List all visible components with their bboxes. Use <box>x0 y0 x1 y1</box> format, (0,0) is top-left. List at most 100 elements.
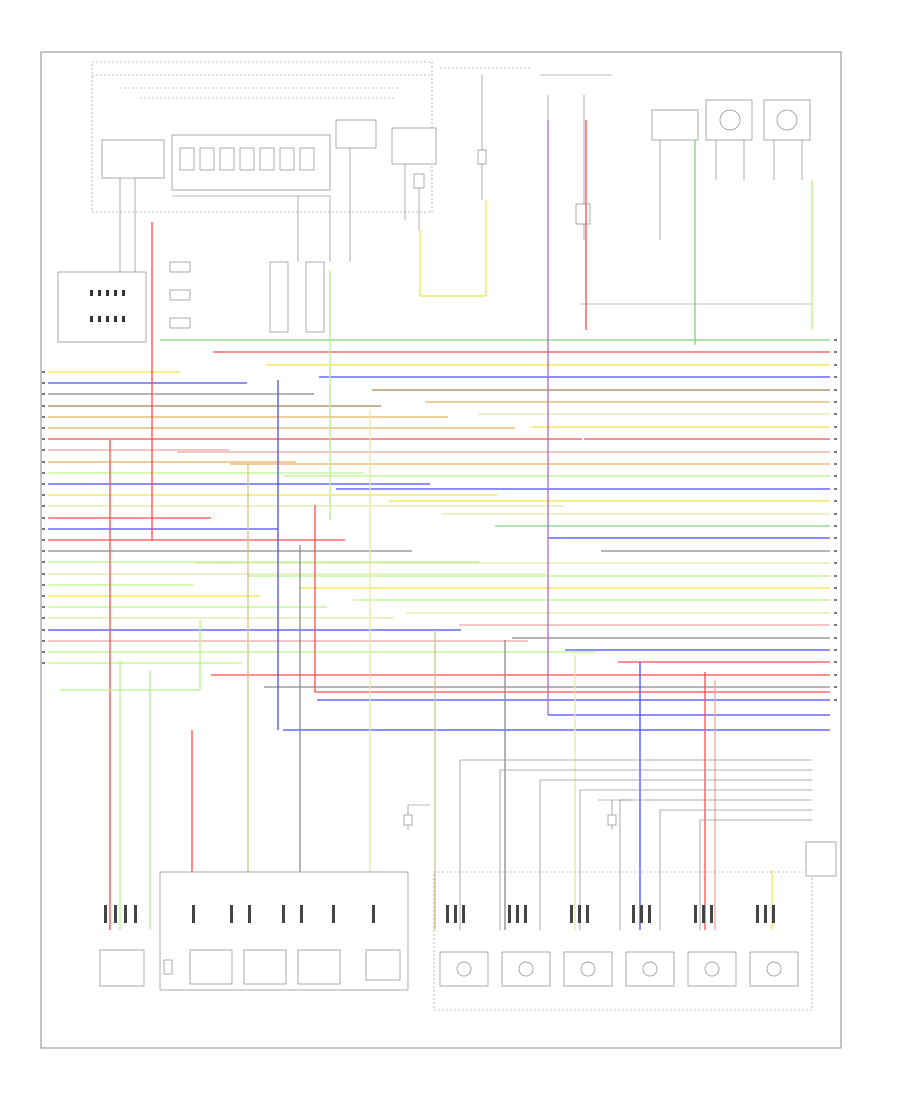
left-pin-tick <box>42 449 45 451</box>
right-pin-tick <box>834 686 837 688</box>
switch-connector-pin <box>586 905 589 923</box>
left-pin-tick <box>42 629 45 631</box>
right-pin-tick <box>834 513 837 515</box>
component-connector-pin <box>230 905 233 923</box>
junction-box <box>391 127 437 165</box>
left-pin-tick <box>42 617 45 619</box>
resistor-element <box>413 173 425 189</box>
pressure-switch <box>687 951 737 987</box>
relay-symbols <box>169 261 325 333</box>
switch-connector-pin <box>702 905 705 923</box>
right-pin-tick <box>834 624 837 626</box>
right-pin-tick <box>834 413 837 415</box>
right-pin-tick <box>834 475 837 477</box>
switch-connector-pin <box>446 905 449 923</box>
left-pin-tick <box>42 427 45 429</box>
right-pin-tick <box>834 389 837 391</box>
sensor-housing-3 <box>763 99 811 141</box>
right-pin-tick <box>834 451 837 453</box>
left-pin-tick <box>42 561 45 563</box>
right-pin-tick <box>834 339 837 341</box>
switch-connector-pin <box>694 905 697 923</box>
switch-contact <box>704 961 720 977</box>
solenoid-c <box>297 949 341 985</box>
left-connector-pins <box>90 290 125 322</box>
right-pin-tick <box>834 376 837 378</box>
left-pin-tick <box>42 528 45 530</box>
left-pin-tick <box>42 438 45 440</box>
component-connector-pin <box>332 905 335 923</box>
lower-section <box>99 799 837 1011</box>
switch-connector-pin <box>710 905 713 923</box>
switch-connector-pin <box>632 905 635 923</box>
left-pin-tick <box>42 405 45 407</box>
vertical-wires <box>60 120 830 930</box>
right-pin-tick <box>834 599 837 601</box>
right-pin-tick <box>834 364 837 366</box>
diode-element <box>575 203 591 225</box>
switch-connector-pin <box>578 905 581 923</box>
left-pin-tick <box>42 640 45 642</box>
left-pin-tick <box>42 494 45 496</box>
right-pin-numbers <box>834 339 837 701</box>
left-pin-tick <box>42 461 45 463</box>
left-pin-tick <box>42 393 45 395</box>
right-pin-tick <box>834 525 837 527</box>
switch-connector-pin <box>508 905 511 923</box>
switch-connector-pin <box>772 905 775 923</box>
switch-connector-pin <box>516 905 519 923</box>
switch-connector-pin <box>640 905 643 923</box>
switch-contact <box>456 961 472 977</box>
switch-contact <box>766 961 782 977</box>
right-pin-tick <box>834 562 837 564</box>
component-connector-pin <box>300 905 303 923</box>
top-center-section <box>413 67 612 240</box>
left-pin-tick <box>42 584 45 586</box>
left-pin-tick <box>42 382 45 384</box>
switch-connector-pin <box>524 905 527 923</box>
diagram-frame <box>40 51 842 1049</box>
switch-connector-pin <box>454 905 457 923</box>
left-pin-tick <box>42 517 45 519</box>
switch-connector-pin <box>756 905 759 923</box>
component-connector-pin <box>192 905 195 923</box>
right-pin-tick <box>834 463 837 465</box>
top-left-control-section <box>57 61 437 343</box>
pressure-switch-group-outline <box>433 871 813 1011</box>
left-pin-tick <box>42 550 45 552</box>
control-module-outline <box>91 61 433 213</box>
pressure-switch <box>563 951 613 987</box>
solenoid-a <box>189 949 233 985</box>
wire-harness <box>48 339 830 701</box>
right-pin-tick <box>834 550 837 552</box>
solenoid-b <box>243 949 287 985</box>
right-pin-tick <box>834 612 837 614</box>
right-pin-tick <box>834 575 837 577</box>
temp-sensor <box>365 949 401 981</box>
pressure-switch <box>439 951 489 987</box>
right-pin-tick <box>834 537 837 539</box>
right-connector-box <box>805 841 837 877</box>
right-pin-tick <box>834 426 837 428</box>
component-connector-pin <box>248 905 251 923</box>
right-pin-tick <box>834 674 837 676</box>
left-pin-tick <box>42 505 45 507</box>
left-pin-tick <box>42 472 45 474</box>
pressure-switch <box>501 951 551 987</box>
left-pin-tick <box>42 573 45 575</box>
component-connector-pin <box>124 905 127 923</box>
right-pin-tick <box>834 500 837 502</box>
component-connector-pin <box>372 905 375 923</box>
pressure-switch <box>625 951 675 987</box>
switch-contact <box>518 961 534 977</box>
right-pin-tick <box>834 661 837 663</box>
sensor-housing-1 <box>651 109 699 141</box>
switch-connector-pin <box>764 905 767 923</box>
ignition-relay-box <box>101 139 165 179</box>
switch-connector-pin <box>648 905 651 923</box>
right-pin-tick <box>834 649 837 651</box>
right-pin-tick <box>834 637 837 639</box>
sensor-element <box>477 149 487 165</box>
component-connector-pin <box>114 905 117 923</box>
component-connector-pin <box>282 905 285 923</box>
